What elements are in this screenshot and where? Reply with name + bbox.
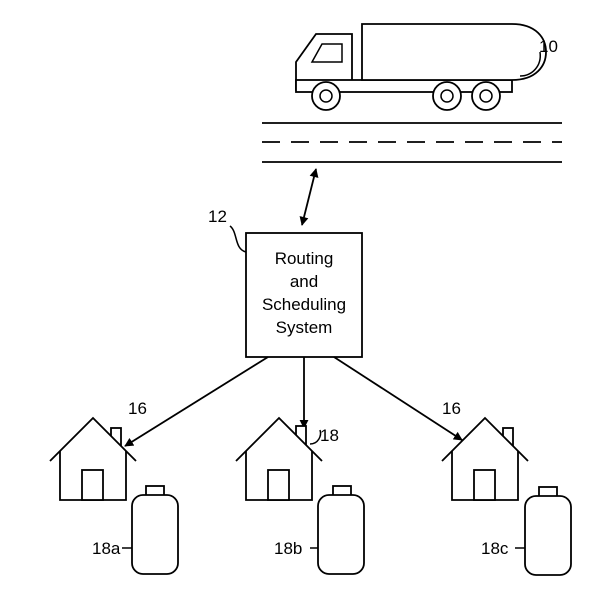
house-center [235, 416, 323, 501]
truck-window [310, 43, 343, 63]
house-right [441, 416, 529, 501]
tank-center-label: 18b [274, 539, 302, 558]
tank-right [524, 486, 572, 576]
system-box [245, 232, 363, 358]
truck-wheel [432, 81, 462, 111]
house-left-label: 16 [128, 399, 147, 418]
tank-left [131, 485, 179, 575]
routing-scheduling-system: Routing and Scheduling System 12 [208, 207, 363, 358]
tanker-truck: 10 [295, 23, 558, 111]
arrow-to-left-house [124, 356, 269, 447]
truck-wheel [471, 81, 501, 111]
tank-left-label: 18a [92, 539, 121, 558]
truck-tank [361, 23, 547, 81]
truck-label: 10 [539, 37, 558, 56]
system-box-line: Scheduling [262, 295, 346, 314]
tank-right-label: 18c [481, 539, 509, 558]
house-center-label: 18 [320, 426, 339, 445]
system-box-line: System [276, 318, 333, 337]
truck-wheel [311, 81, 341, 111]
arrow-to-right-house [333, 356, 463, 441]
road-system-link-arrow [299, 168, 319, 226]
tank-center [317, 485, 365, 575]
house-left [49, 416, 137, 501]
system-leader-line [229, 225, 247, 253]
truck-leader-line [519, 51, 541, 77]
system-box-line: and [290, 272, 318, 291]
system-box-line: Routing [275, 249, 334, 268]
house-right-label: 16 [442, 399, 461, 418]
road [262, 122, 562, 163]
system-label: 12 [208, 207, 227, 226]
